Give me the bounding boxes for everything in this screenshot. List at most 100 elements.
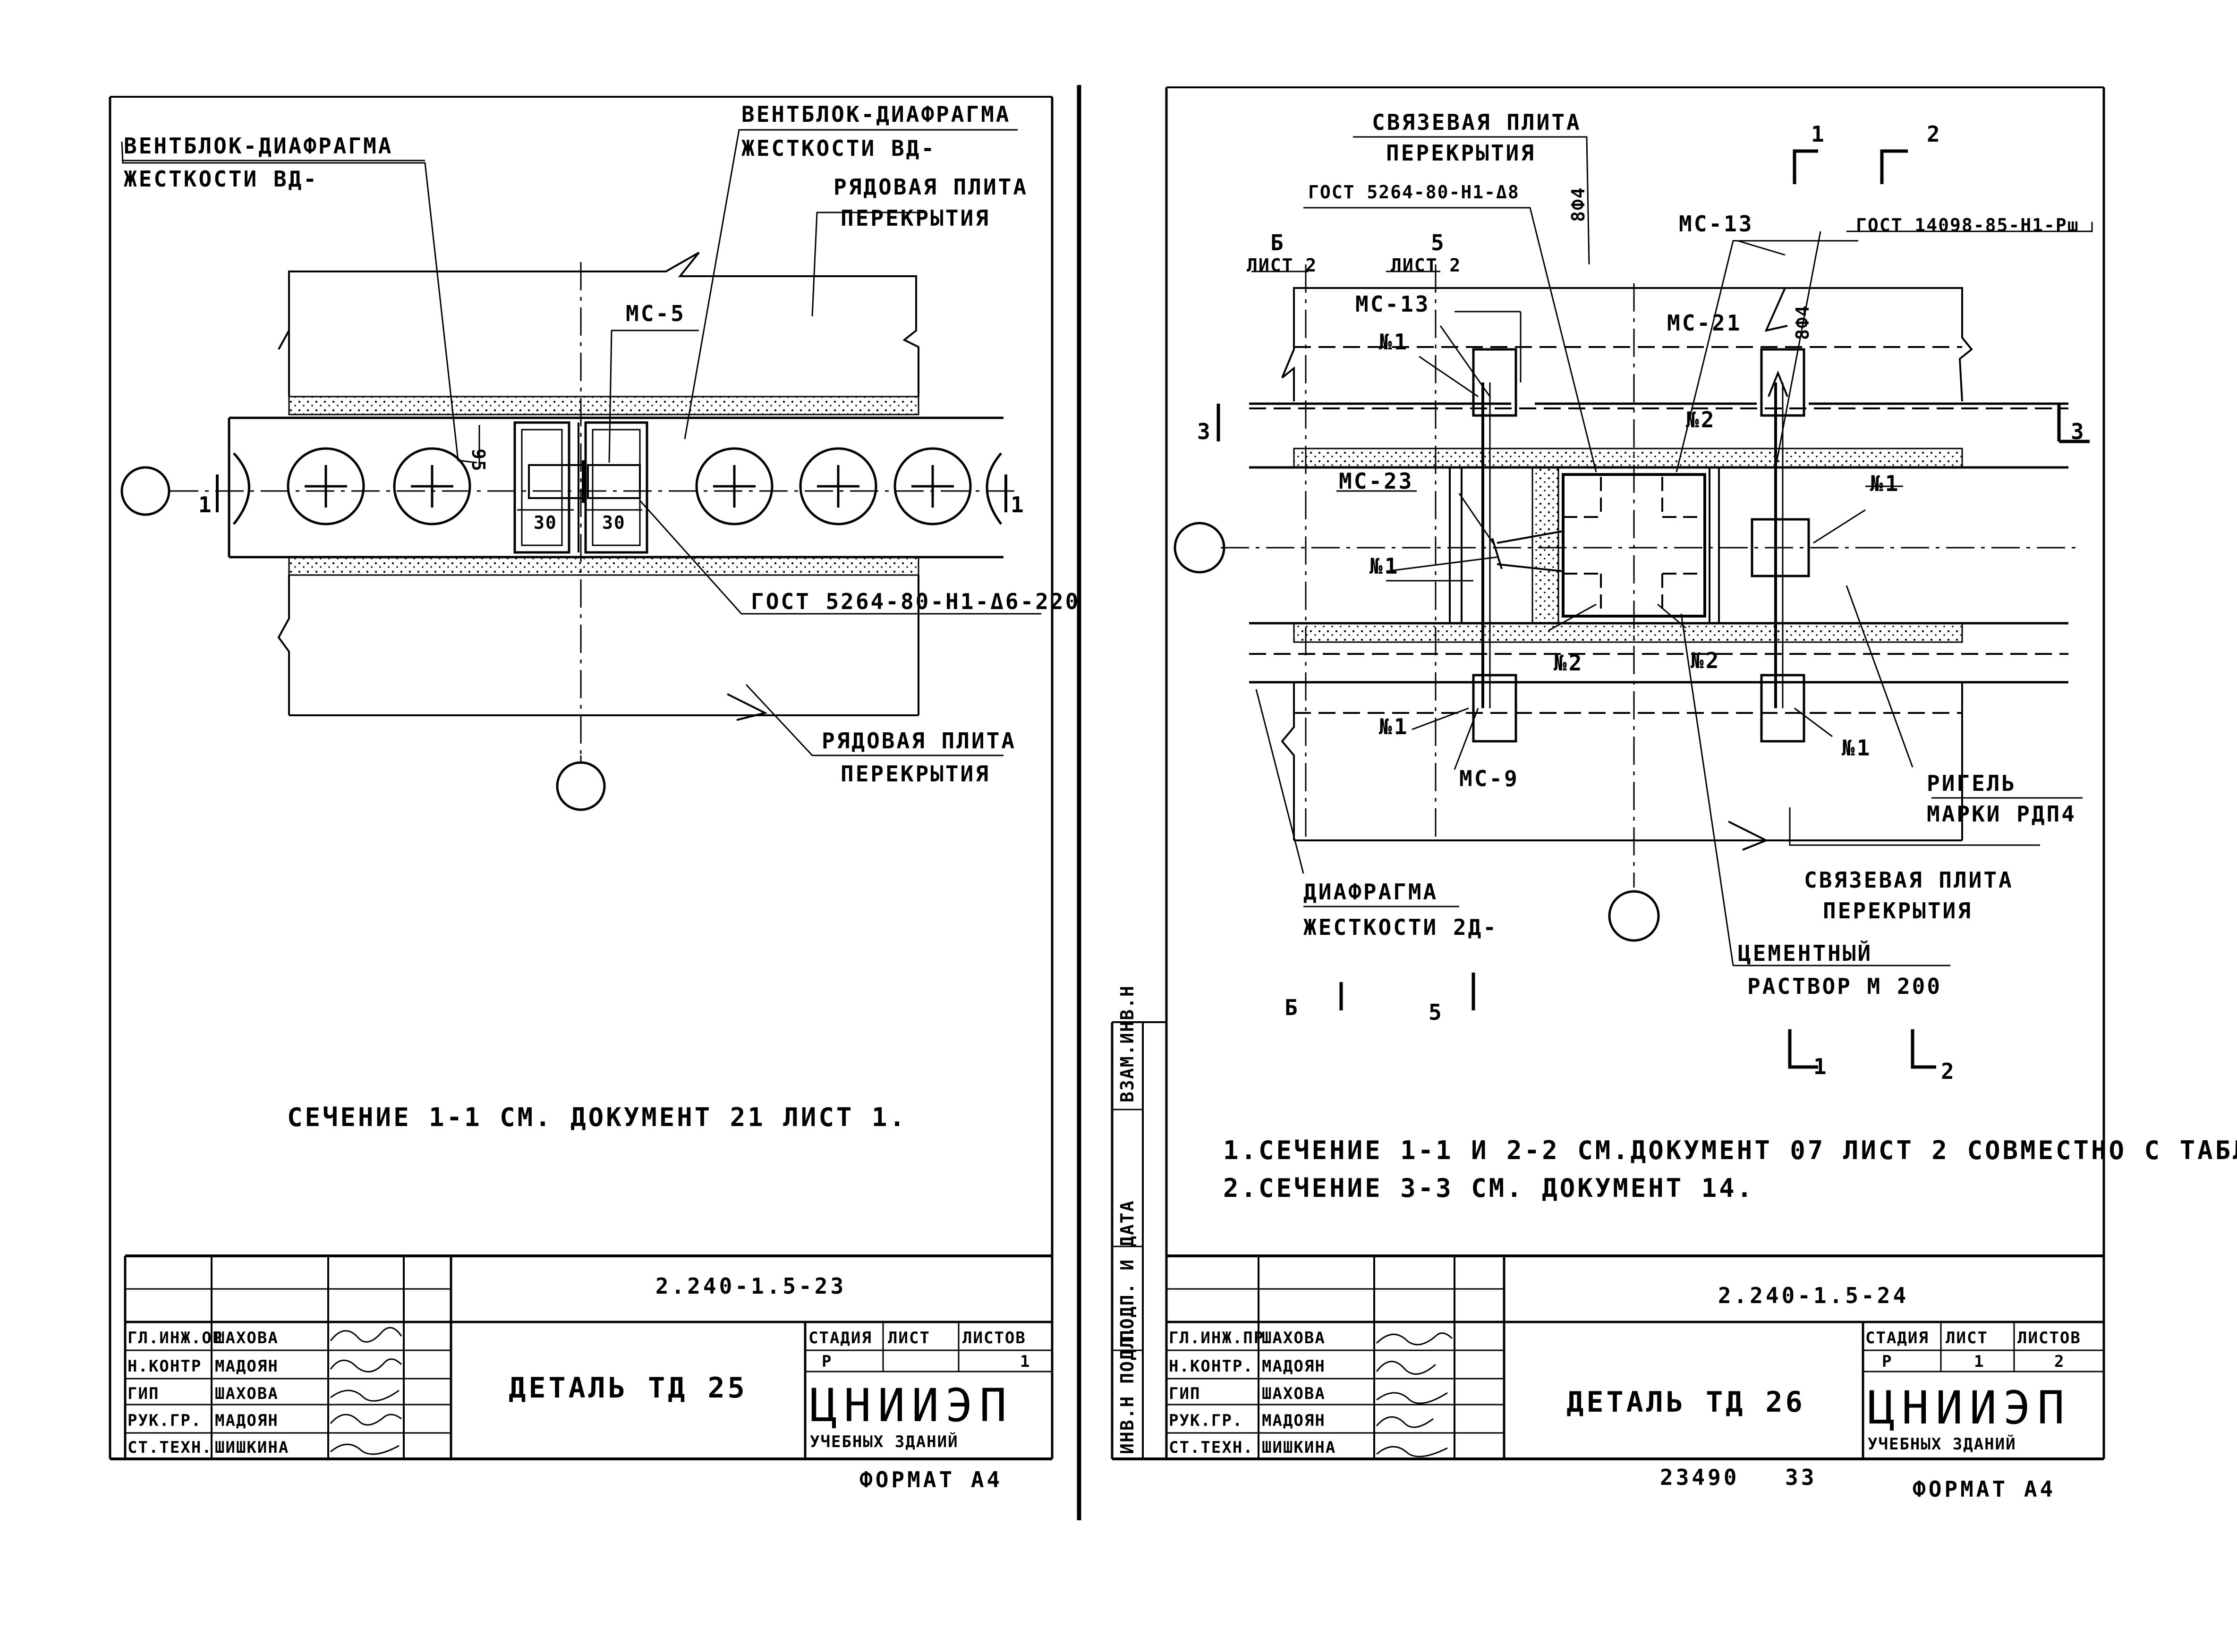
label-diafragma: ДИАФРАГМА <box>1303 879 1438 905</box>
label-ventblok-left: ВЕНТБЛОК-ДИАФРАГМА <box>124 133 393 159</box>
mark-b: Б <box>1270 230 1285 255</box>
tb-role-right-2: ГИП <box>1169 1384 1200 1403</box>
axis-bubble-left <box>120 466 170 516</box>
axis-bubble-bottom <box>556 761 606 811</box>
upper-slab-outline <box>278 252 919 397</box>
dim-30b: 30 <box>602 512 626 533</box>
doc-title-left: ДЕТАЛЬ ТД 25 <box>509 1372 747 1405</box>
label-n1-c: №1 <box>1870 471 1900 496</box>
left-sheet <box>109 85 1081 1520</box>
label-diafragma-2: ЖЕСТКОСТИ 2Д- <box>1303 915 1498 940</box>
left-title-block-text: 2.240-1.5-23 ГЛ.ИНЖ.ОР ШАХОВА Н.КОНТР МА… <box>128 1273 1029 1492</box>
note-right-1: 1.СЕЧЕНИЕ 1-1 И 2-2 СМ.ДОКУМЕНТ 07 ЛИСТ … <box>1223 1135 2237 1165</box>
ventblock-channels <box>513 421 648 554</box>
label-ventblok-right: ВЕНТБЛОК-ДИАФРАГМА <box>741 102 1011 127</box>
tb-name-left-0: ШАХОВА <box>215 1329 279 1347</box>
tb-name-left-1: МАДОЯН <box>215 1357 279 1376</box>
tb-name-right-3: МАДОЯН <box>1262 1411 1326 1430</box>
tb-stage-hdr-right: СТАДИЯ <box>1865 1329 1929 1347</box>
label-gost-left: ГОСТ 5264-80-Н1-Δ8 <box>1308 182 1520 203</box>
left-sheet-labels: ВЕНТБЛОК-ДИАФРАГМА ЖЕСТКОСТИ ВД- ВЕНТБЛО… <box>124 102 1078 1132</box>
format-right: ФОРМАТ А4 <box>1913 1476 2056 1502</box>
tb-stage-left: Р <box>822 1352 832 1371</box>
embedded-plates <box>528 460 641 503</box>
inv-number: 23490 <box>1660 1465 1739 1490</box>
label-n2-b: №2 <box>1554 650 1583 676</box>
weld-right: 8Ф4 <box>1792 305 1813 340</box>
tb-name-right-4: ШИШКИНА <box>1262 1438 1336 1457</box>
tb-name-right-2: ШАХОВА <box>1262 1384 1326 1403</box>
org-sub-left: УЧЕБНЫХ ЗДАНИЙ <box>810 1432 959 1451</box>
doc-title-right: ДЕТАЛЬ ТД 26 <box>1566 1386 1805 1419</box>
section-mark-1-left: 1 <box>198 492 213 517</box>
dim-95: 95 <box>468 449 489 472</box>
section-3-left: 3 <box>1197 419 1212 444</box>
tb-sheets-hdr-right: ЛИСТОВ <box>2017 1329 2081 1347</box>
section-mark-1-right: 1 <box>1011 492 1026 517</box>
section-2-top: 2 <box>1927 121 1942 147</box>
label-ryad-bottom-2: ПЕРЕКРЫТИЯ <box>841 761 990 787</box>
tb-sheet-hdr-right: ЛИСТ <box>1946 1329 1988 1347</box>
section-marks-right <box>1216 149 2090 1069</box>
org-name-right: ЦНИИЭП <box>1868 1381 2071 1434</box>
label-ventblok-left-2: ЖЕСТКОСТИ ВД- <box>124 166 318 192</box>
steel-plates <box>1472 348 1810 743</box>
tb-sheet-right: 1 <box>1974 1352 1984 1371</box>
tb-role-right-1: Н.КОНТР. <box>1169 1357 1254 1376</box>
lower-slab-outline <box>277 575 919 721</box>
format-left: ФОРМАТ А4 <box>859 1467 1003 1492</box>
doc-code-left: 2.240-1.5-23 <box>655 1273 846 1299</box>
note-right-2: 2.СЕЧЕНИЕ 3-3 СМ. ДОКУМЕНТ 14. <box>1223 1173 1754 1203</box>
side-stamp-vzam: ВЗАМ.ИНВ.Н <box>1117 985 1138 1102</box>
mark-b-bottom: Б <box>1284 995 1300 1020</box>
label-n1-e: №1 <box>1842 735 1871 761</box>
label-n1-b: №1 <box>1369 553 1399 579</box>
tb-stage-right: Р <box>1882 1352 1892 1371</box>
tb-name-right-1: МАДОЯН <box>1262 1357 1326 1376</box>
label-ms13-left: МС-13 <box>1355 291 1430 317</box>
label-ms13-right: МС-13 <box>1679 211 1753 237</box>
leaders <box>121 129 1041 756</box>
tb-name-left-4: ШИШКИНА <box>215 1438 289 1457</box>
tb-role-right-3: РУК.ГР. <box>1169 1411 1243 1430</box>
label-ryad-top-2: ПЕРЕКРЫТИЯ <box>841 205 990 231</box>
weld-left: 8Ф4 <box>1568 186 1589 222</box>
label-ventblok-right-2: ЖЕСТКОСТИ ВД- <box>741 136 936 161</box>
axis-lines-right <box>1221 264 2078 888</box>
leaders-right <box>1255 136 2093 966</box>
bottom-mortar-right <box>1293 622 1963 643</box>
tb-name-left-2: ШАХОВА <box>215 1384 279 1403</box>
top-mortar-strip <box>288 396 919 415</box>
label-ms23: МС-23 <box>1339 468 1413 494</box>
mark-5-bottom: 5 <box>1429 1000 1444 1025</box>
label-cement-2: РАСТВОР М 200 <box>1747 974 1942 999</box>
mark-5: 5 <box>1431 230 1446 255</box>
label-svyaz-bottom: СВЯЗЕВАЯ ПЛИТА <box>1804 867 2014 893</box>
label-ms9: МС-9 <box>1459 766 1519 791</box>
lower-slab-outline-right <box>1281 682 1963 851</box>
doc-code-right: 2.240-1.5-24 <box>1718 1283 1909 1308</box>
label-n1-a: №1 <box>1379 329 1409 355</box>
mark-b-list: ЛИСТ 2 <box>1247 255 1317 276</box>
label-rigel: РИГЕЛЬ <box>1927 771 2016 796</box>
center-block-dashes <box>1563 477 1702 614</box>
label-ms21: МС-21 <box>1667 310 1742 336</box>
bottom-mortar-strip <box>288 556 919 576</box>
inv-number-2: 33 <box>1785 1465 1817 1490</box>
right-sheet-labels: СВЯЗЕВАЯ ПЛИТА ПЕРЕКРЫТИЯ ГОСТ 5264-80-Н… <box>1117 110 2237 1454</box>
label-svyaz-top-2: ПЕРЕКРЫТИЯ <box>1386 140 1536 166</box>
axis-lines <box>170 262 1015 755</box>
upper-slab-outline-right <box>1281 287 1973 402</box>
org-name-left: ЦНИИЭП <box>810 1379 1013 1432</box>
tb-role-left-2: ГИП <box>128 1384 159 1403</box>
tb-sheets-right: 2 <box>2054 1352 2065 1371</box>
side-stamp-inv: ИНВ.Н ПОДЛ. <box>1117 1325 1138 1454</box>
side-stamp-podp: ПОДП. И ДАТА <box>1117 1200 1138 1341</box>
axis-bubble-left-right <box>1174 522 1225 574</box>
diaphragm-columns <box>1449 467 1720 623</box>
mortar-joint-left <box>1531 466 1559 624</box>
tb-role-left-0: ГЛ.ИНЖ.ОР <box>128 1329 223 1347</box>
tb-sheets-hdr-left: ЛИСТОВ <box>962 1329 1026 1347</box>
dashed-slab-lines <box>1249 346 2068 714</box>
tb-role-right-0: ГЛ.ИНЖ.ПР <box>1169 1329 1264 1347</box>
